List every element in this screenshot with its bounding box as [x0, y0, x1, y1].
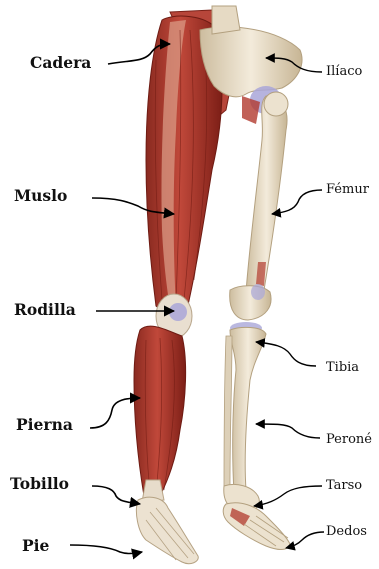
label-tibia: Tibia — [326, 360, 359, 375]
muscled-leg — [134, 10, 232, 564]
calf-muscle — [134, 326, 186, 496]
knee-cartilage — [169, 303, 187, 321]
arrow-tibia — [256, 342, 316, 366]
arrow-pierna — [90, 398, 140, 428]
label-rodilla: Rodilla — [14, 300, 76, 319]
arrow-tarso — [254, 486, 322, 506]
label-pierna: Pierna — [16, 415, 73, 434]
femur-head — [264, 92, 288, 116]
arrow-pie — [70, 545, 142, 554]
skeletal-leg — [223, 92, 290, 550]
label-iliaco: Ilíaco — [326, 64, 362, 79]
arrow-femur — [272, 190, 322, 214]
label-femur: Fémur — [326, 182, 369, 197]
label-pie: Pie — [22, 536, 49, 555]
arrow-dedos — [286, 532, 324, 548]
patella-right — [251, 284, 265, 300]
arrow-tobillo — [92, 486, 140, 504]
label-tarso: Tarso — [326, 478, 362, 493]
label-tobillo: Tobillo — [10, 474, 69, 493]
femur-bone — [246, 96, 287, 292]
spine-base — [212, 6, 240, 34]
tibia-bone — [230, 327, 266, 492]
label-perone: Peroné — [326, 432, 372, 447]
label-dedos: Dedos — [326, 524, 367, 539]
fibula-bone — [224, 336, 232, 486]
label-muslo: Muslo — [14, 186, 67, 205]
label-cadera: Cadera — [30, 53, 91, 72]
arrow-perone — [256, 424, 320, 438]
iliac-bone — [200, 27, 302, 97]
left-foot — [136, 497, 198, 563]
